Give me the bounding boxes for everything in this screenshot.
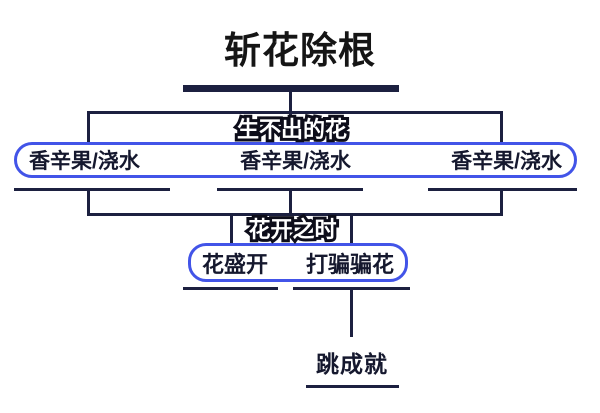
connector-merge-mid-drop (289, 189, 292, 216)
connector-result-drop (350, 289, 353, 337)
connector-merge-left-drop (87, 189, 90, 216)
result-text: 跳成就 (316, 351, 388, 377)
stage1-underline-1 (14, 188, 170, 191)
stage2-label: 花开之时 花开之时 (240, 214, 345, 245)
connector-bracket2-horizontal (87, 213, 503, 216)
connector-merge-right-drop (500, 189, 503, 216)
connector-bracket1-mid-drop (289, 111, 292, 121)
connector-bracket1-left-drop (87, 111, 90, 143)
connector-bracket2-right-drop (350, 213, 353, 243)
result-underline (306, 385, 399, 388)
stage1-item-2: 香辛果/浇水 (240, 150, 351, 173)
stage2-label-outline: 花开之时 (245, 214, 339, 245)
stage2-box: 花盛开 打骗骗花 (188, 243, 408, 282)
stage2-item-1: 花盛开 (202, 251, 269, 277)
stage1-label: 生不出的花 生不出的花 (228, 114, 356, 145)
stage1-box: 香辛果/浇水 香辛果/浇水 香辛果/浇水 (14, 142, 577, 178)
connector-root-stem (289, 91, 292, 113)
stage1-item-3: 香辛果/浇水 (451, 150, 562, 173)
stage2-underline-2 (293, 287, 410, 290)
root-bar (183, 85, 399, 92)
stage2-label-text: 花开之时 (248, 217, 337, 242)
stage1-label-text: 生不出的花 (236, 117, 347, 142)
stage1-label-outline: 生不出的花 (234, 114, 350, 145)
connector-bracket1-right-drop (500, 111, 503, 143)
diagram-title: 斩花除根 (224, 30, 376, 71)
connector-bracket2-left-drop (230, 213, 233, 243)
stage2-item-2: 打骗骗花 (305, 251, 394, 277)
connector-bracket1-horizontal (87, 111, 503, 114)
stage2-underline-1 (183, 287, 278, 290)
stage1-item-1: 香辛果/浇水 (29, 150, 140, 173)
